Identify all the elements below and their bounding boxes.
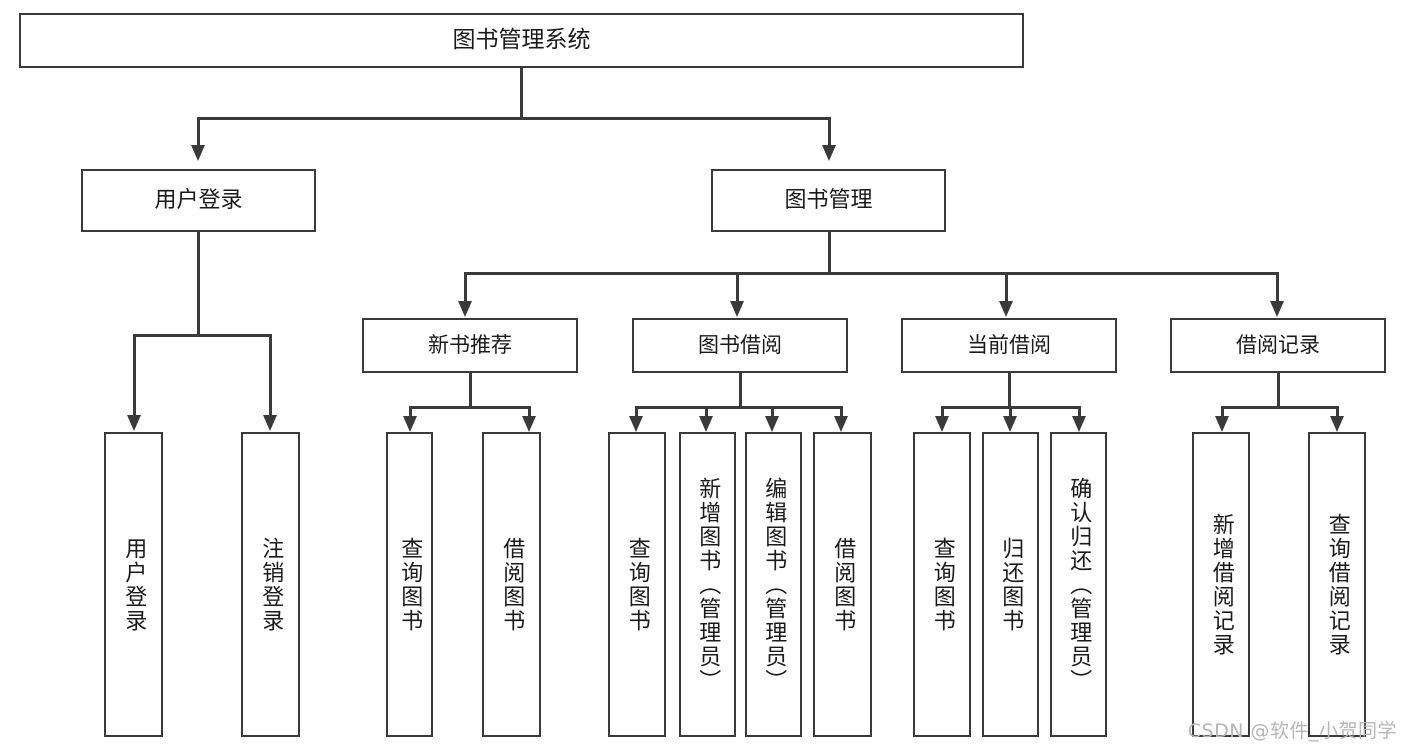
leaf-new-book-1[interactable]: 查询图书 <box>386 432 433 737</box>
leaf-current-borrow-1[interactable]: 查询图书 <box>913 432 971 737</box>
edge-borrow-record-child-1 <box>1221 406 1224 418</box>
node-label: 归还图书 <box>998 536 1024 633</box>
edge-borrow-record-bar <box>1221 406 1339 409</box>
node-label: 用户登录 <box>121 536 147 633</box>
node-label: 新增借阅记录 <box>1208 512 1234 657</box>
csdn-watermark: CSDN @软件_小贺同学 <box>1187 720 1397 742</box>
edge-new-book-stem <box>469 373 472 408</box>
node-label: 查询图书 <box>397 536 423 633</box>
node-book-borrow[interactable]: 图书借阅 <box>632 318 848 373</box>
edge-current-borrow-stem <box>1008 373 1011 408</box>
arrowhead-current-borrow-child-3 <box>1072 416 1086 432</box>
node-label: 查询借阅记录 <box>1324 512 1350 657</box>
node-label: 确认归还（管理员） <box>1066 476 1092 693</box>
arrowhead-to-new-book <box>458 301 472 317</box>
node-label: 查询图书 <box>624 536 650 633</box>
node-label: 新增图书（管理员） <box>695 476 721 693</box>
node-label: 图书借阅 <box>698 333 782 358</box>
edge-current-borrow-child-3 <box>1078 406 1081 418</box>
edge-book-borrow-child-4 <box>840 406 843 418</box>
node-label: 图书管理 <box>784 187 873 213</box>
edge-level2-bar <box>197 117 831 120</box>
arrowhead-to-current-borrow <box>999 301 1013 317</box>
edge-book-borrow-bar <box>635 406 843 409</box>
leaf-current-borrow-2[interactable]: 归还图书 <box>982 432 1039 737</box>
edge-new-book-child-1 <box>409 406 412 418</box>
edge-user-login-child-2 <box>269 334 272 416</box>
leaf-current-borrow-3[interactable]: 确认归还（管理员） <box>1050 432 1107 737</box>
node-label: 图书管理系统 <box>452 27 591 54</box>
edge-current-borrow-child-1 <box>941 406 944 418</box>
node-label: 查询图书 <box>929 536 955 633</box>
leaf-new-book-2[interactable]: 借阅图书 <box>482 432 541 737</box>
arrowhead-new-book-child-2 <box>522 416 536 432</box>
leaf-borrow-record-2[interactable]: 查询借阅记录 <box>1308 432 1366 737</box>
edge-to-borrow-record <box>1276 272 1279 302</box>
node-new-book-recommend[interactable]: 新书推荐 <box>362 318 578 373</box>
edge-user-login-bar <box>133 334 272 337</box>
node-label: 当前借阅 <box>967 333 1051 358</box>
edge-current-borrow-child-2 <box>1009 406 1012 418</box>
leaf-book-borrow-2[interactable]: 新增图书（管理员） <box>679 432 736 737</box>
node-label: 编辑图书（管理员） <box>761 476 787 693</box>
node-label: 借阅记录 <box>1236 333 1320 358</box>
leaf-book-borrow-1[interactable]: 查询图书 <box>608 432 666 737</box>
arrowhead-to-borrow-record <box>1270 301 1284 317</box>
arrowhead-current-borrow-child-1 <box>935 416 949 432</box>
edge-root-stem <box>520 68 523 119</box>
edge-borrow-record-stem <box>1277 373 1280 408</box>
edge-book-borrow-child-1 <box>635 406 638 418</box>
leaf-user-login-2[interactable]: 注销登录 <box>241 432 300 737</box>
arrowhead-book-borrow-child-2 <box>699 416 713 432</box>
arrowhead-borrow-record-child-2 <box>1330 416 1344 432</box>
edge-to-book-management <box>828 117 831 145</box>
node-label: 用户登录 <box>154 187 243 213</box>
node-label: 借阅图书 <box>830 536 856 633</box>
edge-book-borrow-child-3 <box>771 406 774 418</box>
edge-level3-bar <box>464 272 1278 275</box>
node-user-login[interactable]: 用户登录 <box>81 169 316 232</box>
arrowhead-new-book-child-1 <box>403 416 417 432</box>
node-book-management[interactable]: 图书管理 <box>711 169 946 232</box>
node-borrow-record[interactable]: 借阅记录 <box>1170 318 1386 373</box>
node-label: 借阅图书 <box>499 536 525 633</box>
arrowhead-book-borrow-child-3 <box>765 416 779 432</box>
edge-book-borrow-stem <box>739 373 742 408</box>
arrowhead-to-book-management <box>822 145 836 161</box>
leaf-book-borrow-3[interactable]: 编辑图书（管理员） <box>745 432 802 737</box>
arrowhead-user-login-child-1 <box>127 415 141 431</box>
leaf-book-borrow-4[interactable]: 借阅图书 <box>813 432 872 737</box>
arrowhead-borrow-record-child-1 <box>1215 416 1229 432</box>
arrowhead-book-borrow-child-4 <box>834 416 848 432</box>
edge-borrow-record-child-2 <box>1336 406 1339 418</box>
arrowhead-to-book-borrow <box>730 301 744 317</box>
leaf-user-login-1[interactable]: 用户登录 <box>104 432 163 737</box>
arrowhead-current-borrow-child-2 <box>1003 416 1017 432</box>
node-current-borrow[interactable]: 当前借阅 <box>901 318 1117 373</box>
edge-new-book-bar <box>409 406 531 409</box>
edge-user-login-child-1 <box>133 334 136 416</box>
leaf-borrow-record-1[interactable]: 新增借阅记录 <box>1192 432 1250 737</box>
edge-user-login-stem <box>197 232 200 336</box>
edge-book-management-stem <box>828 232 831 274</box>
edge-to-current-borrow <box>1005 272 1008 302</box>
edge-book-borrow-child-2 <box>705 406 708 418</box>
arrowhead-to-user-login <box>191 145 205 161</box>
arrowhead-user-login-child-2 <box>263 415 277 431</box>
arrowhead-book-borrow-child-1 <box>629 416 643 432</box>
edge-to-book-borrow <box>736 272 739 302</box>
node-root-book-management-system[interactable]: 图书管理系统 <box>19 13 1024 68</box>
node-label: 注销登录 <box>258 536 284 633</box>
edge-to-user-login <box>197 117 200 145</box>
node-label: 新书推荐 <box>428 333 512 358</box>
edge-new-book-child-2 <box>528 406 531 418</box>
edge-to-new-book <box>464 272 467 302</box>
